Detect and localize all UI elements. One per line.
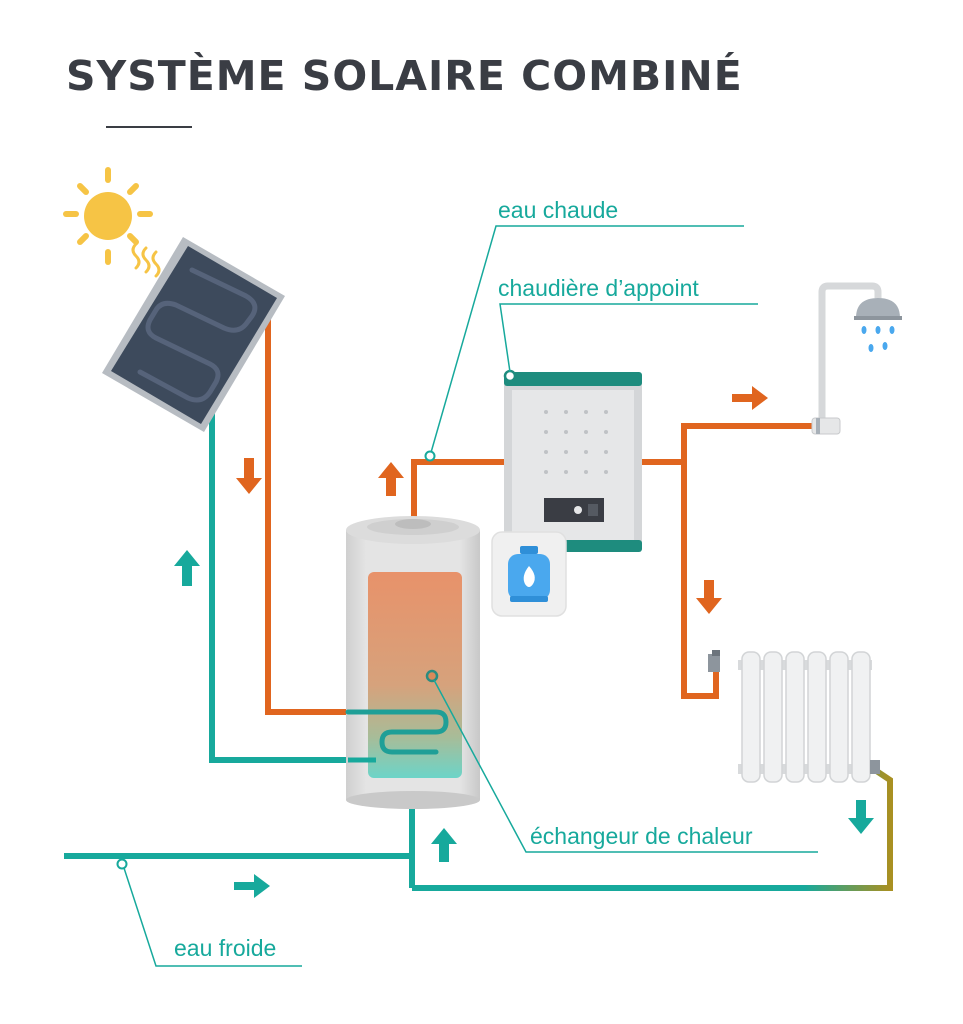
arrow-right-cold-water [234, 874, 270, 898]
flow-arrow-icon [174, 386, 874, 898]
heat-exchanger-label: échangeur de chaleur [530, 823, 753, 849]
boiler-icon [503, 369, 642, 552]
radiator-return-pipe [412, 765, 893, 891]
hot-water-marker [424, 450, 436, 462]
sun-icon [63, 167, 161, 278]
boiler-to-radiator-pipe [681, 462, 719, 699]
leader-boiler [499, 303, 758, 373]
cold-water-pipes [64, 412, 415, 888]
leader-heat-exchanger [433, 679, 818, 853]
diagram-title: SYSTÈME SOLAIRE COMBINÉ [66, 52, 743, 100]
leader-cold-water [123, 867, 302, 967]
heat-exchanger-coil [345, 709, 449, 755]
title-underline [106, 126, 192, 128]
arrow-up-tank-boiler [378, 462, 404, 496]
water-drops-icon [861, 326, 895, 352]
arrow-down-radiator [696, 580, 722, 614]
arrow-down-solar [236, 458, 262, 494]
tank-to-boiler-pipe [411, 459, 504, 520]
solar-supply-pipe [265, 318, 352, 715]
heat-waves-icon [131, 242, 161, 278]
solar-return-pipe [209, 412, 352, 763]
hot-water-label: eau chaude [498, 197, 618, 223]
cold-water-label: eau froide [174, 935, 276, 961]
label-leaders [123, 225, 818, 967]
arrow-up-tank-outlet [431, 828, 457, 862]
heat-exchanger-marker [425, 669, 439, 683]
arrow-down-return [848, 800, 874, 834]
arrow-up-solar-return [174, 550, 200, 586]
boiler-label: chaudière d’appoint [498, 275, 699, 301]
cold-water-marker [116, 858, 128, 870]
boiler-to-shower-pipe [642, 423, 812, 465]
arrow-right-shower [732, 386, 768, 410]
leader-hot-water [429, 225, 744, 457]
solar-panel-icon [102, 237, 285, 432]
shower-icon [811, 282, 902, 435]
storage-tank-icon [345, 516, 480, 809]
gas-bottle-icon [491, 531, 567, 617]
hot-water-pipes [265, 318, 812, 715]
radiator-icon [708, 650, 880, 783]
boiler-marker [503, 369, 517, 383]
